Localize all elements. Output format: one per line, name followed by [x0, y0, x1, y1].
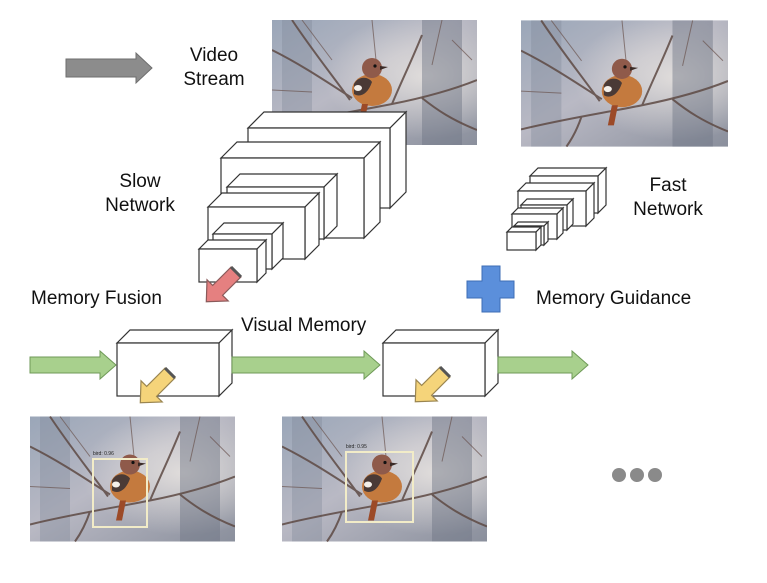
slow-network-label: Slow Network: [92, 170, 188, 218]
memory-box-1: [115, 328, 234, 398]
slow-network-line-2: Network: [105, 195, 175, 216]
video-stream-arrow: [65, 51, 153, 85]
memory-arrow-out: [497, 349, 589, 381]
output-frame-2: bird: 0.95: [282, 415, 487, 543]
fast-network-line-1: Fast: [649, 175, 687, 196]
visual-memory-label: Visual Memory: [241, 315, 367, 336]
memory-guidance-label: Memory Guidance: [536, 288, 692, 309]
video-stream-line-2: Stream: [183, 69, 245, 90]
slow-network-line-1: Slow: [119, 171, 161, 192]
video-stream-line-1: Video: [189, 45, 239, 66]
memory-arrow-in: [29, 349, 117, 381]
output-frame-1: bird: 0.96: [30, 415, 235, 543]
slow-network-layers: [197, 110, 408, 284]
fast-network-layers: [505, 166, 608, 252]
detection-tag-2: bird: 0.95: [346, 444, 367, 450]
output-arrow-2: [414, 365, 452, 403]
detection-tag-1: bird: 0.96: [93, 451, 114, 457]
output-arrow-1: [139, 366, 177, 404]
memory-fusion-arrow: [205, 265, 243, 303]
fast-network-label: Fast Network: [620, 174, 716, 222]
video-stream-label: Video Stream: [172, 44, 256, 92]
detection-box-2: [345, 451, 414, 523]
memory-arrow-middle: [231, 349, 381, 381]
detection-box-1: [92, 458, 148, 528]
fast-network-line-2: Network: [633, 199, 703, 220]
plus-icon: [466, 265, 515, 313]
input-frame-fast: [521, 20, 728, 147]
ellipsis-icon: [612, 468, 662, 482]
memory-fusion-label: Memory Fusion: [31, 288, 162, 309]
